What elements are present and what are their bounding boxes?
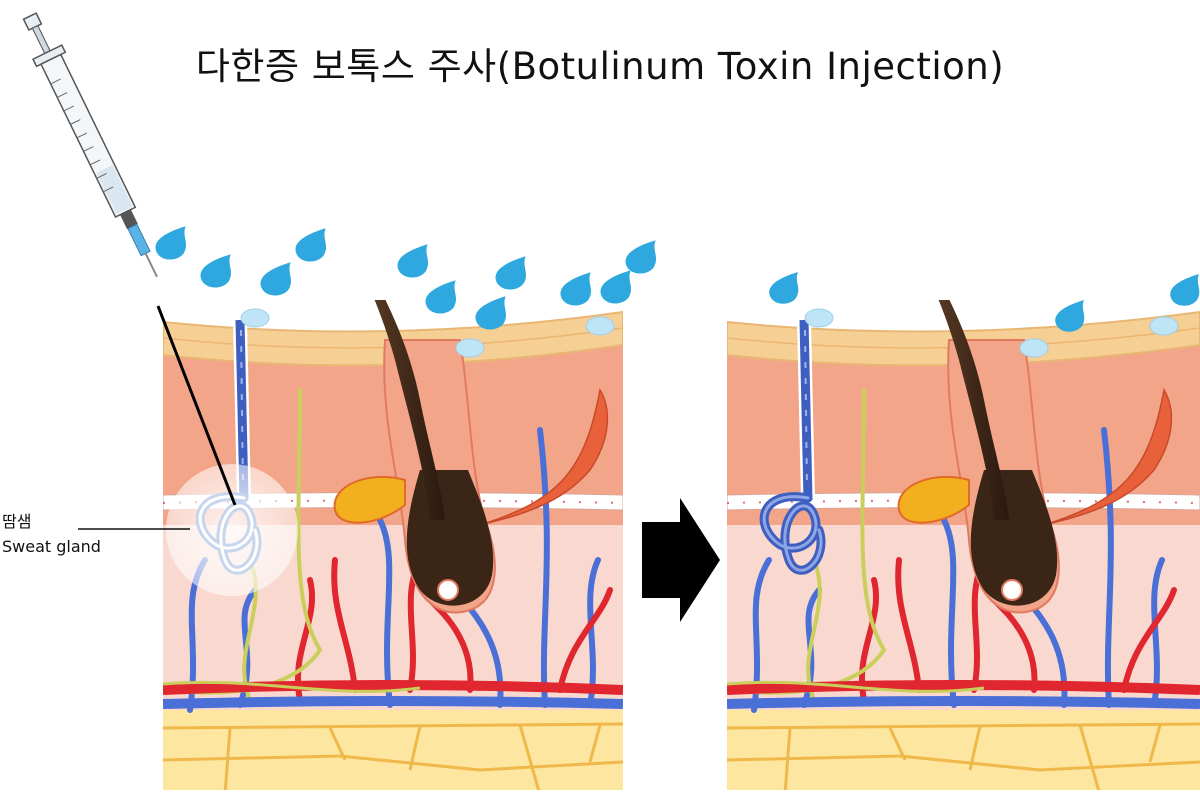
sweat-drop-icon [155, 226, 187, 260]
sweat-gland-label-english: Sweat gland [2, 537, 101, 556]
arrector-muscle [479, 387, 609, 526]
diagram-title: 다한증 보톡스 주사(Botulinum Toxin Injection) [195, 45, 1005, 88]
needle [156, 305, 237, 506]
sweat-drop-icon [769, 272, 799, 304]
sweat-drop-icon [495, 256, 527, 290]
sweat-gland-label-korean: 땀샘 [2, 512, 32, 531]
fat-cells [163, 722, 623, 790]
skin-panel-before [163, 300, 623, 790]
sweat-drop-icon [1170, 274, 1200, 306]
treated-area-highlight [166, 464, 298, 596]
sweat-drop-icon [625, 240, 657, 274]
arrow-right-icon [642, 498, 720, 622]
sweat-drop-icon [260, 262, 292, 296]
hair-shaft [374, 300, 445, 520]
fat-layer [163, 705, 623, 790]
syringe-icon [22, 12, 158, 278]
sweat-drop-icon [475, 296, 507, 330]
sweat-drop-icon [1055, 300, 1085, 332]
skin-panel-after [727, 300, 1200, 790]
sebaceous-gland [333, 475, 406, 524]
sweat-drop-icon [425, 280, 457, 314]
sweat-drop-icon [600, 270, 632, 304]
sweat-drop-icon [560, 272, 592, 306]
sweat-drops-before [155, 226, 657, 330]
sweat-drop-icon [200, 254, 232, 288]
sweat-drop-icon [397, 244, 429, 278]
sweat-drop-icon [295, 228, 327, 262]
